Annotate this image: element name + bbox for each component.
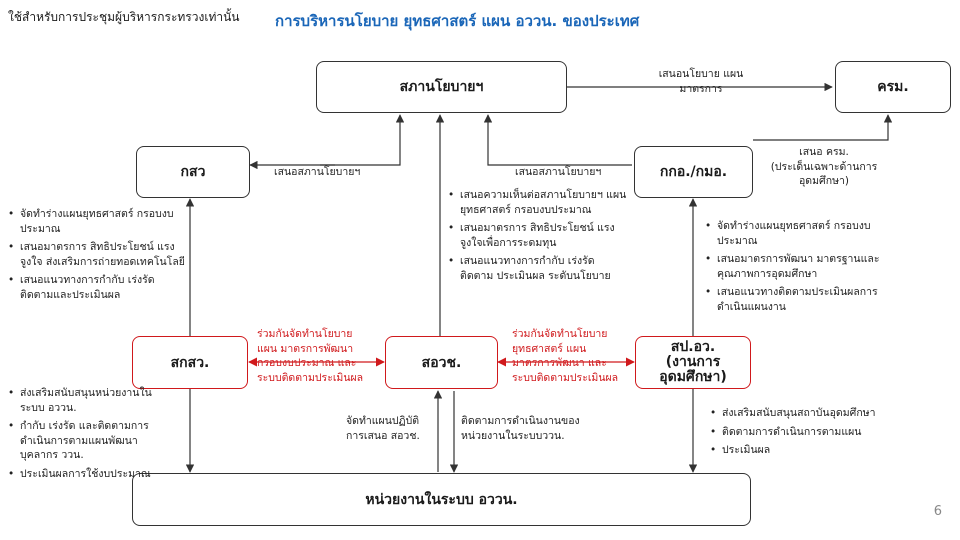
label-collab-right: ร่วมกันจัดทำนโยบาย ยุทธศาสตร์ แผน มาตรกา… [512, 328, 619, 384]
spow-line-1: สป.อว. [670, 339, 716, 355]
header-note: ใช้สำหรับการประชุมผู้บริหารกระทรวงเท่านั… [8, 10, 240, 24]
list-item: เสนอแนวทางติดตามประเมินผลการดำเนินแผนงาน [703, 285, 889, 314]
list-item: เสนอแนวทางการกำกับ เร่งรัด ติดตามและประเ… [6, 273, 186, 302]
label-collab-left: ร่วมกันจัดทำนโยบาย แผน มาตรการพัฒนา กรอบ… [257, 328, 364, 384]
kso-box: กสว [136, 146, 250, 198]
kkor-box: กกอ./กมอ. [634, 146, 753, 198]
list-item: เสนอมาตรการ สิทธิประโยชน์ แรงจูงใจเพื่อก… [446, 221, 628, 250]
cabinet-box: ครม. [835, 61, 951, 113]
ksw-duties-list: จัดทำร่างแผนยุทธศาสตร์ กรอบงบประมาณ เสนอ… [6, 207, 186, 306]
list-item: กำกับ เร่งรัด และติดตามการดำเนินการตามแผ… [6, 419, 174, 463]
sksw-support-list: ส่งเสริมสนับสนุนหน่วยงานในระบบ อววน. กำก… [6, 386, 174, 485]
list-item: เสนอมาตรการพัฒนา มาตรฐานและคุณภาพการอุดม… [703, 252, 889, 281]
arrow-kkor-council [483, 114, 632, 166]
list-item: เสนอความเห็นต่อสภานโยบายฯ แผนยุทธศาสตร์ … [446, 188, 628, 217]
page-title: การบริหารนโยบาย ยุทธศาสตร์ แผน อววน. ของ… [275, 12, 640, 30]
label-action-plan: จัดทำแผนปฏิบัติ การเสนอ สอวช. [346, 415, 420, 442]
label-kso-propose: เสนอสภานโยบายฯ [274, 166, 361, 178]
arrow-kkor-cabinet [753, 114, 893, 141]
spow-line-3: อุดมศึกษา) [659, 369, 727, 385]
list-item: จัดทำร่างแผนยุทธศาสตร์ กรอบงบประมาณ [6, 207, 186, 236]
list-item: ส่งเสริมสนับสนุนสถาบันอุดมศึกษา [708, 406, 938, 421]
list-item: ประเมินผลการใช้งบประมาณ [6, 467, 174, 482]
sorworchor-duties-list: เสนอความเห็นต่อสภานโยบายฯ แผนยุทธศาสตร์ … [446, 188, 628, 287]
list-item: ส่งเสริมสนับสนุนหน่วยงานในระบบ อววน. [6, 386, 174, 415]
list-item: ประเมินผล [708, 443, 938, 458]
label-kkor-propose: เสนอสภานโยบายฯ [515, 166, 602, 178]
label-propose-policy: เสนอนโยบาย แผน มาตรการ [658, 68, 744, 95]
council-box: สภานโยบายฯ [316, 61, 567, 113]
units-box: หน่วยงานในระบบ อววน. [132, 473, 751, 526]
spow-support-list: ส่งเสริมสนับสนุนสถาบันอุดมศึกษา ติดตามกา… [708, 406, 938, 462]
spow-line-2: (งานการ [665, 354, 721, 370]
label-monitor: ติดตามการดำเนินงานของ หน่วยงานในระบบววน. [461, 415, 580, 442]
list-item: เสนอมาตรการ สิทธิประโยชน์ แรงจูงใจ ส่งเส… [6, 240, 186, 269]
list-item: เสนอแนวทางการกำกับ เร่งรัด ติดตาม ประเมิ… [446, 254, 628, 283]
label-propose-cabinet: เสนอ ครม. (ประเด็นเฉพาะด้านการ อุดมศึกษา… [770, 146, 878, 187]
page-number: 6 [933, 504, 942, 519]
list-item: จัดทำร่างแผนยุทธศาสตร์ กรอบงบประมาณ [703, 219, 889, 248]
kkor-duties-list: จัดทำร่างแผนยุทธศาสตร์ กรอบงบประมาณ เสนอ… [703, 219, 889, 318]
spow-box: สป.อว. (งานการ อุดมศึกษา) [635, 336, 751, 389]
list-item: ติดตามการดำเนินการตามแผน [708, 425, 938, 440]
sorworchor-box: สอวช. [385, 336, 498, 389]
arrow-kso-council [320, 114, 405, 166]
sksw-box: สกสว. [132, 336, 248, 389]
